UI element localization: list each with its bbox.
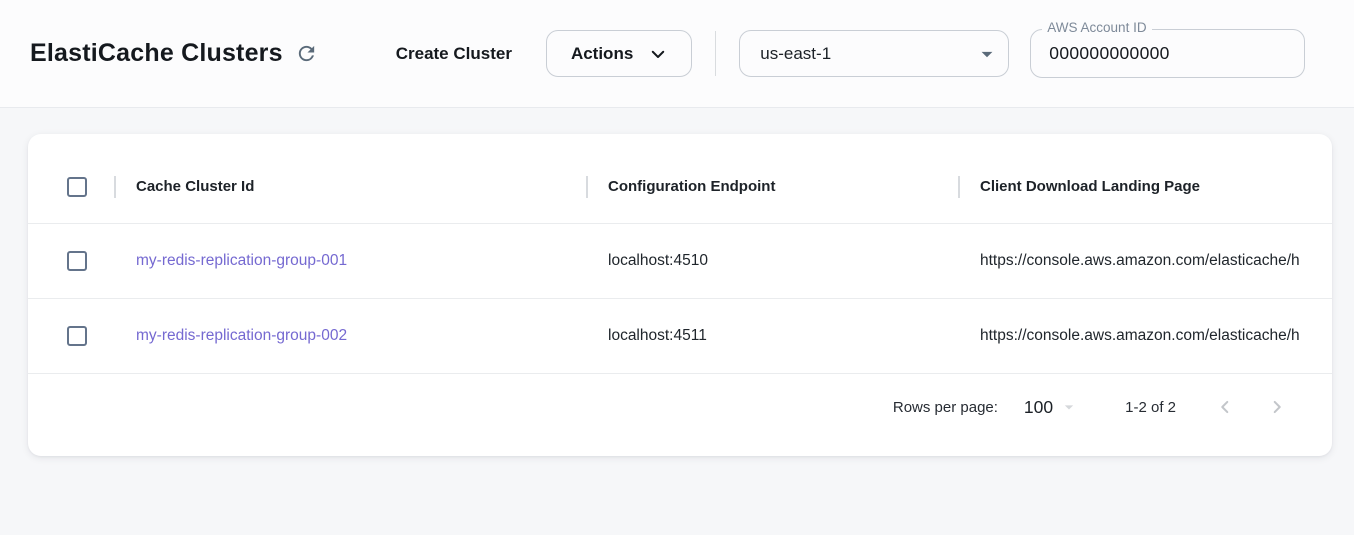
row-divider: [28, 223, 1332, 224]
toolbar: ElastiCache Clusters Create Cluster Acti…: [0, 0, 1354, 108]
rows-per-page-select[interactable]: 100: [1024, 397, 1079, 418]
column-separator: [114, 175, 116, 198]
cluster-id-link[interactable]: my-redis-replication-group-001: [136, 252, 348, 269]
row-select-cell: [28, 299, 114, 373]
chevron-left-icon: [1214, 396, 1236, 418]
column-separator: [958, 175, 960, 198]
account-id-label: AWS Account ID: [1042, 20, 1152, 35]
table-header-row: Cache Cluster Id Configuration Endpoint …: [28, 150, 1332, 223]
rows-per-page-arrow-icon: [1059, 397, 1079, 417]
page-title: ElastiCache Clusters: [30, 39, 283, 67]
region-select-value: us-east-1: [760, 43, 832, 63]
account-id-input[interactable]: [1031, 30, 1305, 77]
refresh-icon: [295, 42, 318, 65]
select-all-checkbox[interactable]: [67, 176, 87, 197]
column-header-configuration-endpoint[interactable]: Configuration Endpoint: [586, 150, 958, 223]
row-divider: [28, 373, 1332, 374]
dropdown-arrow-icon: [974, 41, 1000, 67]
row-select-cell: [28, 224, 114, 298]
page-range-label: 1-2 of 2: [1125, 398, 1176, 416]
column-separator: [586, 175, 588, 198]
account-id-field: AWS Account ID: [1030, 20, 1306, 78]
endpoint-cell: localhost:4510: [608, 252, 708, 269]
column-header-cache-cluster-id[interactable]: Cache Cluster Id: [114, 150, 586, 223]
rows-per-page-label: Rows per page:: [892, 398, 998, 416]
rows-per-page-value: 100: [1023, 396, 1054, 417]
toolbar-divider: [715, 31, 717, 76]
landing-page-cell: https://console.aws.amazon.com/elasticac…: [980, 327, 1300, 344]
chevron-right-icon: [1266, 396, 1288, 418]
landing-page-cell: https://console.aws.amazon.com/elasticac…: [980, 252, 1300, 269]
column-header-label: Configuration Endpoint: [608, 178, 776, 195]
refresh-button[interactable]: [293, 40, 320, 67]
row-checkbox[interactable]: [67, 326, 87, 346]
pagination: Rows per page: 100 1-2 of 2: [28, 374, 1332, 440]
create-cluster-button[interactable]: Create Cluster: [395, 43, 512, 63]
column-header-client-download-landing-page[interactable]: Client Download Landing Page: [958, 150, 1332, 223]
column-header-label: Cache Cluster Id: [136, 178, 255, 195]
table-row: my-redis-replication-group-001 localhost…: [28, 224, 1332, 298]
actions-button-label: Actions: [570, 43, 634, 63]
row-divider: [28, 298, 1332, 299]
table-row: my-redis-replication-group-002 localhost…: [28, 299, 1332, 373]
chevron-down-icon: [649, 45, 667, 63]
next-page-button[interactable]: [1262, 392, 1292, 422]
column-header-label: Client Download Landing Page: [980, 178, 1201, 195]
clusters-table-card: Cache Cluster Id Configuration Endpoint …: [28, 134, 1332, 456]
cluster-id-link[interactable]: my-redis-replication-group-002: [136, 327, 348, 344]
region-select[interactable]: us-east-1: [739, 30, 1010, 77]
endpoint-cell: localhost:4511: [608, 327, 707, 344]
actions-button[interactable]: Actions: [545, 30, 693, 77]
row-checkbox[interactable]: [67, 251, 87, 271]
page-content: Cache Cluster Id Configuration Endpoint …: [0, 108, 1354, 456]
select-all-cell: [28, 150, 114, 223]
prev-page-button[interactable]: [1210, 392, 1240, 422]
